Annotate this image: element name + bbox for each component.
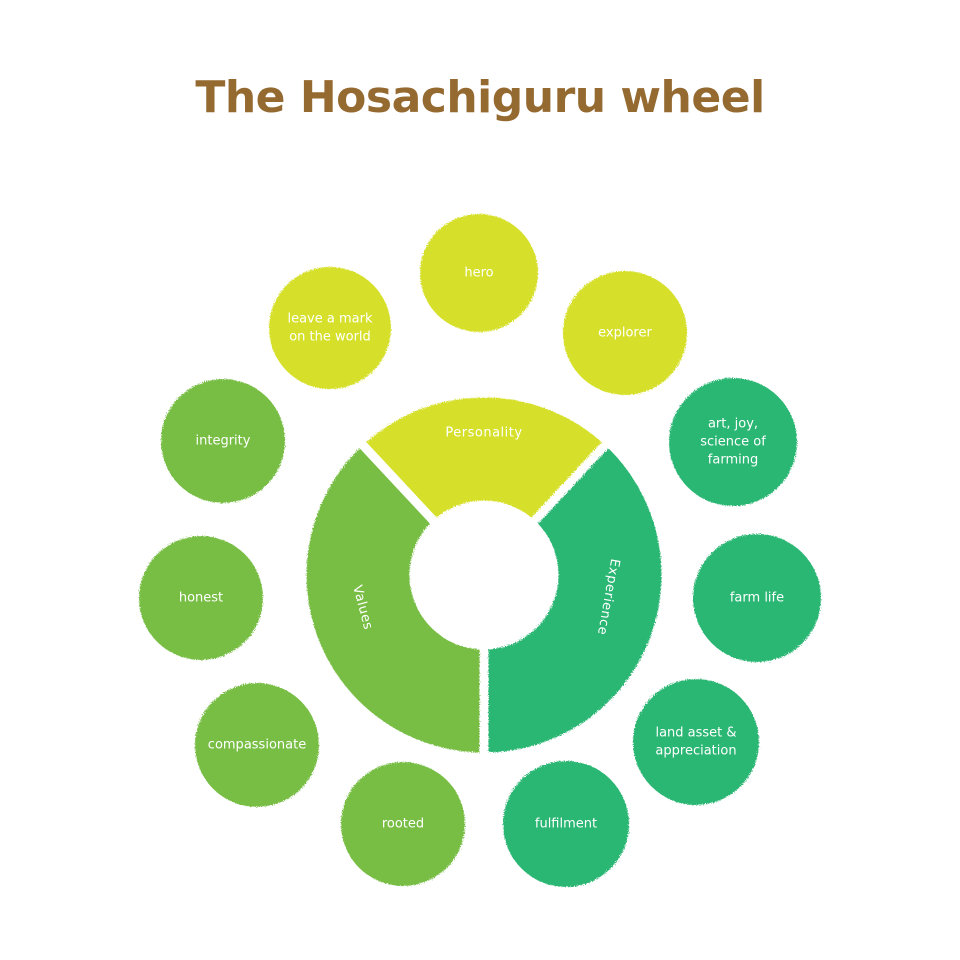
node-label-compassionate: compassionate <box>208 738 306 753</box>
segment-values <box>297 437 489 762</box>
node-land-asset: land asset & appreciation <box>633 679 759 805</box>
node-circle-rooted <box>341 762 465 886</box>
node-circle-hero <box>420 214 538 332</box>
node-circle-compassionate <box>195 683 319 807</box>
node-label-land-asset: land asset & <box>655 726 736 741</box>
segment-experience <box>479 437 671 762</box>
node-label-art-joy-science: science of <box>700 435 766 450</box>
node-farm-life: farm life <box>693 534 821 662</box>
node-label-leave-a-mark: leave a mark <box>287 312 372 327</box>
node-explorer: explorer <box>563 271 687 395</box>
node-label-land-asset: appreciation <box>655 744 736 759</box>
node-circle-explorer <box>563 271 687 395</box>
node-compassionate: compassionate <box>195 683 319 807</box>
node-circle-leave-a-mark <box>269 267 391 389</box>
node-circle-fulfilment <box>503 761 629 887</box>
node-rooted: rooted <box>341 762 465 886</box>
node-circle-art-joy-science <box>669 378 797 506</box>
node-circle-integrity <box>161 379 285 503</box>
node-circle-honest <box>139 536 263 660</box>
node-label-fulfilment: fulfilment <box>535 817 597 832</box>
node-fulfilment: fulfilment <box>503 761 629 887</box>
node-label-explorer: explorer <box>598 326 652 341</box>
node-honest: honest <box>139 536 263 660</box>
node-label-integrity: integrity <box>196 434 251 449</box>
node-label-honest: honest <box>179 591 223 606</box>
node-label-farm-life: farm life <box>730 591 784 606</box>
node-label-art-joy-science: farming <box>708 453 758 468</box>
segment-label-personality: Personality <box>445 426 522 441</box>
node-art-joy-science: art, joy, science of farming <box>669 378 797 506</box>
node-circle-land-asset <box>633 679 759 805</box>
page-title: The Hosachiguru wheel <box>195 72 765 123</box>
node-label-hero: hero <box>464 266 493 281</box>
node-integrity: integrity <box>161 379 285 503</box>
segment-personality <box>355 388 613 529</box>
node-label-leave-a-mark: on the world <box>289 330 371 345</box>
node-label-art-joy-science: art, joy, <box>708 417 758 432</box>
node-hero: hero <box>420 214 538 332</box>
node-leave-a-mark: leave a mark on the world <box>269 267 391 389</box>
node-label-rooted: rooted <box>382 817 424 832</box>
node-circle-farm-life <box>693 534 821 662</box>
